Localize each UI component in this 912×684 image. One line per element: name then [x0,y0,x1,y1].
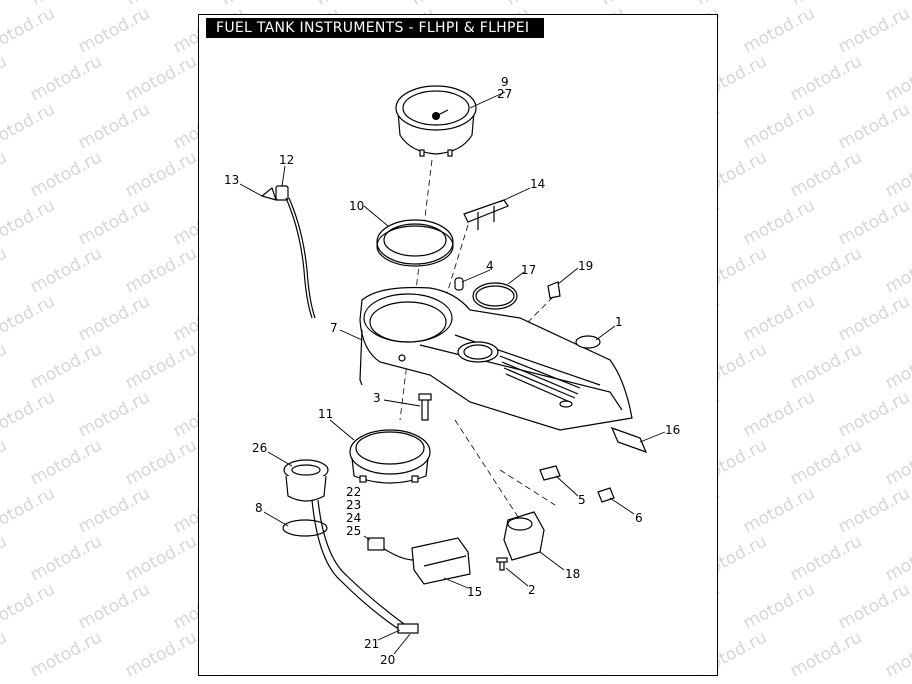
o-ring [472,282,518,310]
callout-5: 5 [578,493,586,507]
leader-lines [239,91,666,655]
control-module [367,537,471,585]
clip-6 [597,487,615,503]
callout-10: 10 [349,199,364,213]
callout-9: 9 [501,75,509,89]
page-title: FUEL TANK INSTRUMENTS - FLHPI & FLHPEI [206,18,544,38]
callout-8: 8 [255,501,263,515]
callout-2: 2 [528,583,536,597]
callout-16: 16 [665,423,680,437]
assembly-line-module [454,419,521,521]
callout-6: 6 [635,511,643,525]
spring-clip [547,281,561,299]
bolt [418,393,432,421]
callout-20: 20 [380,653,395,667]
o-ring-8 [282,519,328,537]
callout-4: 4 [486,259,494,273]
callout-22: 22 [346,485,361,499]
callout-26: 26 [252,441,267,455]
callout-labels: 9 27 12 13 14 10 4 17 19 1 7 3 11 16 26 … [224,75,680,667]
cap-cover [575,335,601,349]
callout-27: 27 [497,87,512,101]
callout-18: 18 [565,567,580,581]
callout-19: 19 [578,259,593,273]
retainer-ring [349,429,431,484]
clip-5 [539,465,561,481]
assembly-line-clip5 [499,469,556,506]
console-housing [359,286,633,431]
trim-plate [610,426,648,454]
callout-12: 12 [279,153,294,167]
callout-14: 14 [530,177,545,191]
callout-25: 25 [346,524,361,538]
cable-grommet [260,185,316,319]
callout-15: 15 [467,585,482,599]
sensor-unit [283,459,329,502]
wire-harness [311,499,419,634]
callout-24: 24 [346,511,361,525]
relay-unit [503,511,545,561]
gauge-ring [376,219,454,267]
callout-11: 11 [318,407,333,421]
callout-3: 3 [373,391,381,405]
callout-23: 23 [346,498,361,512]
callout-7: 7 [330,321,338,335]
assembly-line-bracket [444,224,469,301]
callout-21: 21 [364,637,379,651]
callout-17: 17 [521,263,536,277]
speedometer-gauge [395,85,477,157]
callout-13: 13 [224,173,239,187]
indicator-bulb [454,277,464,291]
mounting-bracket [463,199,509,230]
callout-1: 1 [615,315,623,329]
screw [496,557,508,571]
